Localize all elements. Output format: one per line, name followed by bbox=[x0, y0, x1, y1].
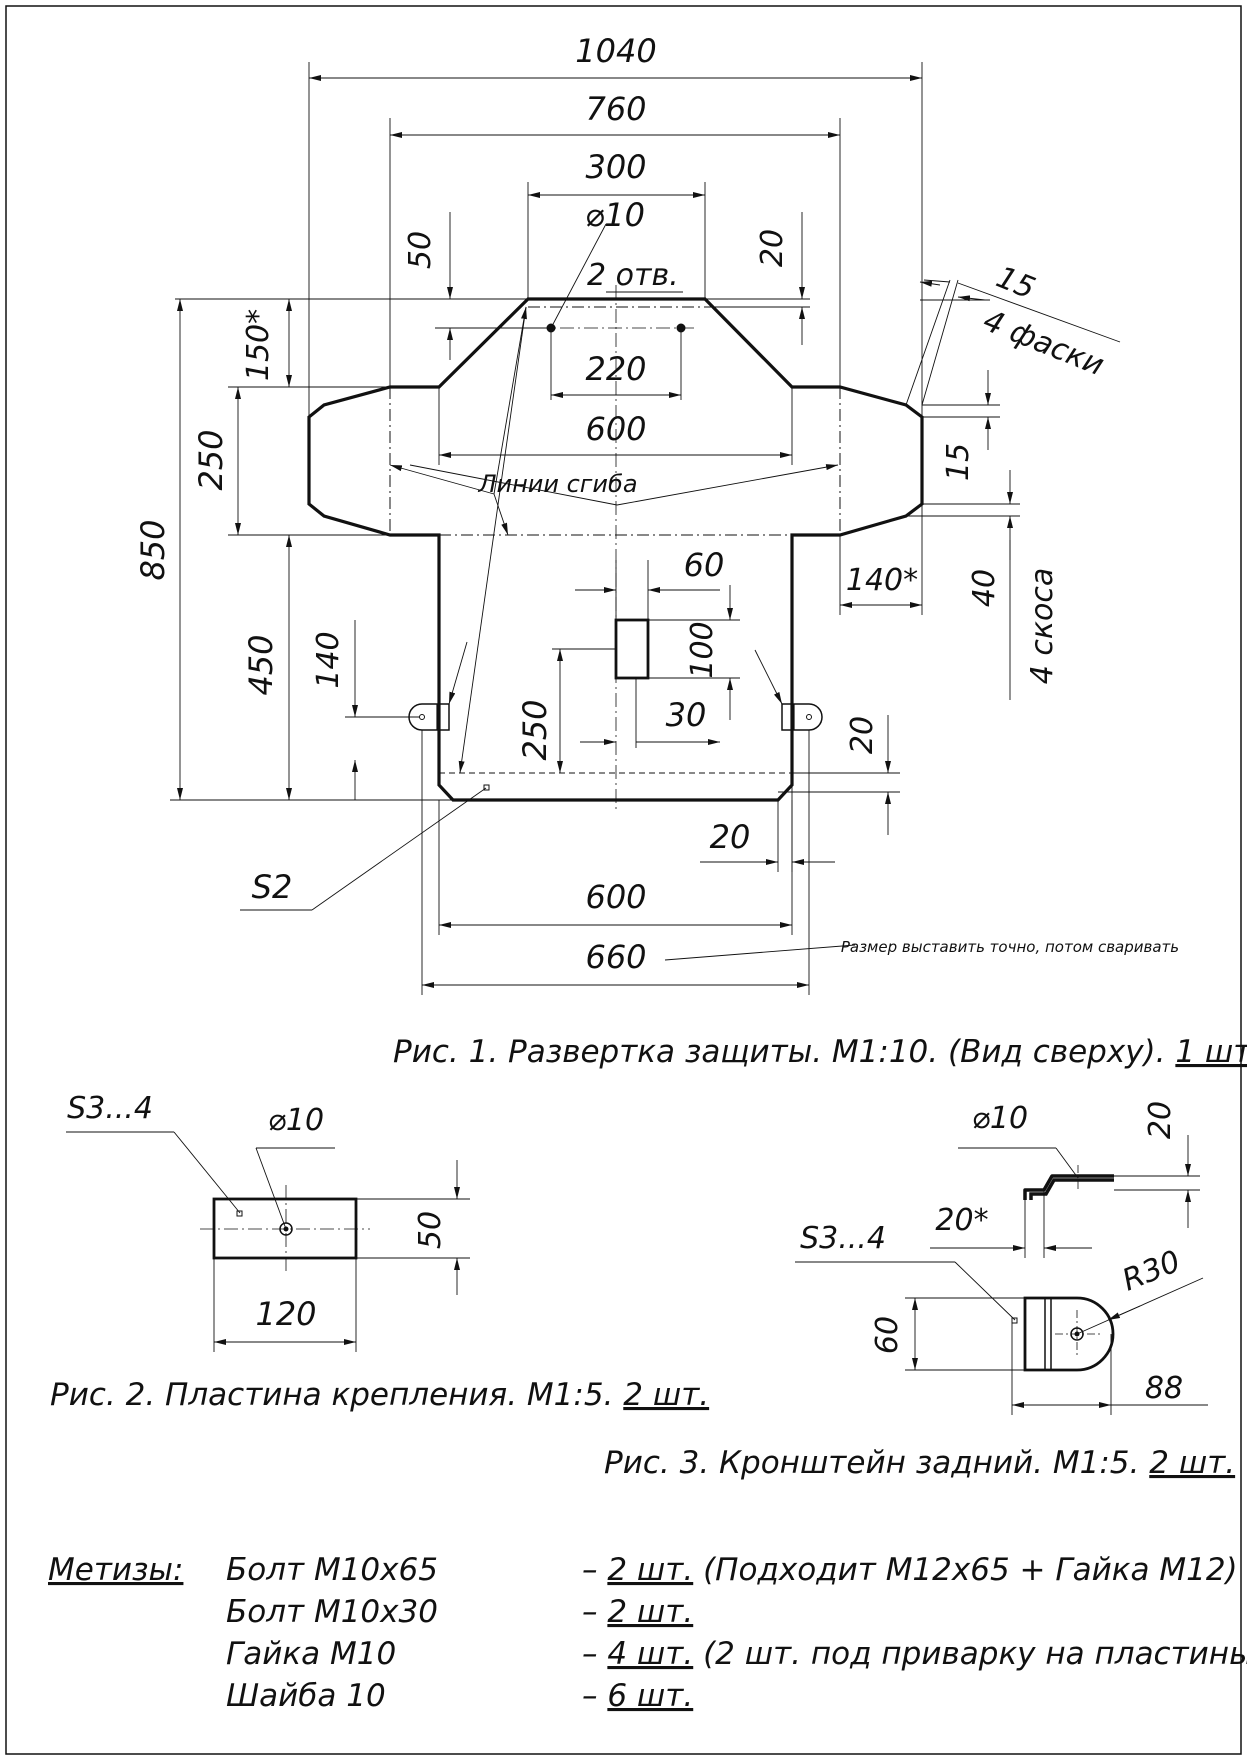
dim-660: 660 bbox=[585, 938, 646, 976]
bend-lines bbox=[389, 306, 841, 536]
dim-phi10-plate: ⌀10 bbox=[268, 1103, 324, 1138]
bracket-plan bbox=[1023, 1296, 1115, 1372]
label-s3-4-plate: S3...4 bbox=[67, 1091, 153, 1126]
figure-3-labels: ⌀10 20 20* S3...4 R30 60 88 Рис. 3. Крон… bbox=[604, 1101, 1235, 1481]
hardware-item-qty: – 4 шт. (2 шт. под приварку на пластины) bbox=[582, 1636, 1247, 1672]
hardware-item-qty: – 6 шт. bbox=[582, 1678, 693, 1714]
mount-tab-right bbox=[781, 703, 823, 731]
caption-fig-2: Рис. 2. Пластина крепления. М1:5. 2 шт. bbox=[50, 1377, 709, 1413]
figure-1-labels: 1040 760 300 ⌀10 2 отв. 50 20 15 4 фаски… bbox=[134, 32, 1247, 1070]
figure-2-labels: S3...4 ⌀10 50 120 Рис. 2. Пластина крепл… bbox=[50, 1091, 709, 1413]
mounting-plate bbox=[212, 1197, 358, 1260]
dim-850: 850 bbox=[134, 519, 172, 580]
dim-300: 300 bbox=[585, 148, 646, 186]
dim-40: 40 bbox=[967, 569, 1002, 607]
mount-tab-left bbox=[408, 703, 450, 731]
label-4-chamfers: 4 фаски bbox=[978, 303, 1109, 383]
dim-phi10-holes: ⌀10 bbox=[585, 196, 645, 234]
dim-600-top: 600 bbox=[585, 410, 646, 448]
center-lines bbox=[536, 285, 695, 810]
dim-250-left: 250 bbox=[192, 429, 230, 490]
dim-60: 60 bbox=[684, 546, 725, 584]
dim-140: 140 bbox=[311, 631, 346, 688]
dim-50: 50 bbox=[403, 231, 438, 269]
figure-2-plate bbox=[66, 1131, 470, 1352]
label-bend-lines: Линии сгиба bbox=[477, 470, 637, 498]
hardware-item-name: Болт М10х65 bbox=[226, 1552, 438, 1588]
dim-120: 120 bbox=[255, 1295, 316, 1333]
label-4-bevels: 4 скоса bbox=[1025, 568, 1060, 684]
dim-20-star-bracket: 20* bbox=[935, 1203, 988, 1238]
dim-88: 88 bbox=[1145, 1371, 1183, 1406]
slot-cutout bbox=[614, 618, 650, 680]
figure-1-dimensions bbox=[170, 62, 1121, 995]
dim-15-chamfer: 15 bbox=[991, 260, 1040, 307]
hardware-item-qty: – 2 шт. bbox=[582, 1594, 693, 1630]
dim-50-plate: 50 bbox=[413, 1211, 448, 1249]
dim-20-bracket: 20 bbox=[1143, 1101, 1178, 1139]
hardware-item-name: Шайба 10 bbox=[226, 1678, 386, 1714]
caption-fig-1: Рис. 1. Развертка защиты. М1:10. (Вид св… bbox=[393, 1034, 1247, 1070]
hardware-item-qty: – 2 шт. (Подходит М12х65 + Гайка М12) bbox=[582, 1552, 1238, 1588]
dim-20-bottom: 20 bbox=[710, 818, 751, 856]
hardware-title: Метизы: bbox=[48, 1552, 183, 1588]
label-s2: S2 bbox=[252, 868, 293, 906]
dim-20-top: 20 bbox=[755, 229, 790, 267]
caption-fig-3: Рис. 3. Кронштейн задний. М1:5. 2 шт. bbox=[604, 1445, 1235, 1481]
hardware-item-name: Гайка М10 bbox=[226, 1636, 396, 1672]
dim-250-inner: 250 bbox=[516, 699, 554, 760]
dim-140-star: 140* bbox=[846, 563, 918, 598]
note-weld: Размер выставить точно, потом сваривать bbox=[841, 938, 1179, 956]
dim-150-star: 150* bbox=[241, 309, 276, 381]
label-2-holes: 2 отв. bbox=[587, 258, 679, 293]
sheet-frame bbox=[5, 5, 1242, 1755]
dim-100: 100 bbox=[685, 621, 720, 678]
figure-3-bracket bbox=[795, 1135, 1208, 1415]
dim-15-right: 15 bbox=[941, 443, 976, 481]
dim-60-bracket: 60 bbox=[870, 1316, 905, 1354]
hardware-list: Метизы: Болт М10х65 – 2 шт. (Подходит М1… bbox=[48, 1552, 1247, 1714]
dim-760: 760 bbox=[585, 90, 646, 128]
label-s3-4-bracket: S3...4 bbox=[800, 1221, 886, 1256]
dim-20-right: 20 bbox=[845, 716, 880, 754]
dim-450: 450 bbox=[242, 634, 280, 695]
dim-220: 220 bbox=[585, 350, 646, 388]
hardware-item-name: Болт М10х30 bbox=[226, 1594, 438, 1630]
dim-30: 30 bbox=[666, 696, 707, 734]
dim-600-bottom: 600 bbox=[585, 878, 646, 916]
dim-phi10-bracket: ⌀10 bbox=[972, 1101, 1028, 1136]
dim-1040: 1040 bbox=[575, 32, 656, 70]
